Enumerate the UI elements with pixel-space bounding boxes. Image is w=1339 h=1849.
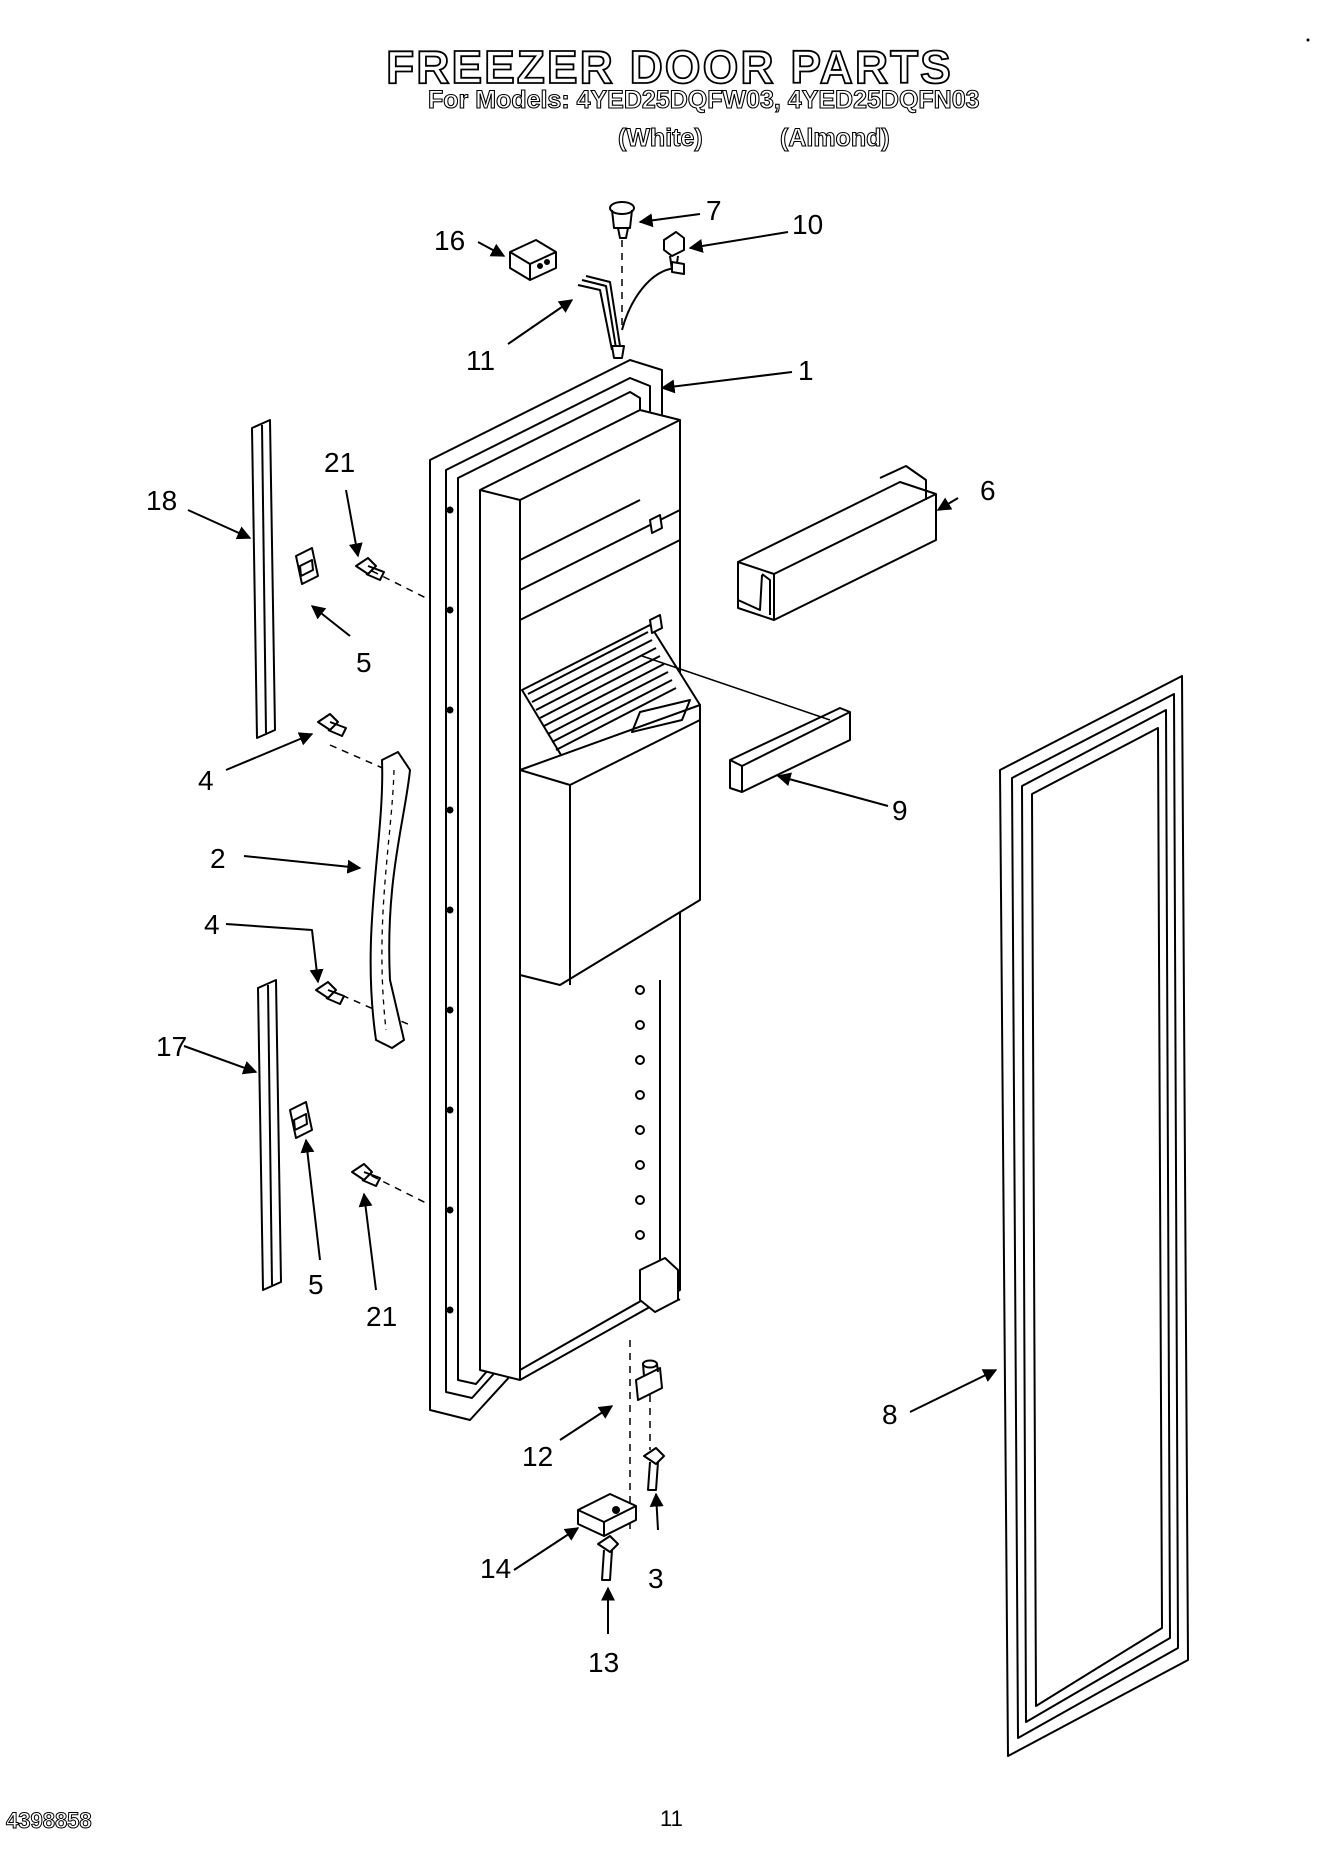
callout-14: 14 (480, 1553, 511, 1584)
leader-arrows (183, 213, 998, 1634)
callout-10: 10 (792, 209, 823, 240)
page-number: 11 (660, 1806, 683, 1831)
part-screw-4a (317, 713, 347, 737)
stray-mark (1306, 38, 1310, 42)
part-trim-18 (251, 419, 276, 739)
part-screw-21b (351, 1163, 381, 1187)
diagram-title: FREEZER DOOR PARTS (385, 40, 953, 94)
part-hinge-12 (635, 1359, 663, 1401)
part-connector-16 (509, 239, 557, 281)
callout-21-upper: 21 (324, 447, 355, 478)
part-handle-2 (369, 751, 411, 1049)
part-screw-21a (355, 557, 385, 581)
callout-1: 1 (798, 355, 814, 386)
callout-3: 3 (648, 1563, 664, 1594)
callout-21-lower: 21 (366, 1301, 397, 1332)
document-number: 4398858 (6, 1808, 93, 1834)
callout-4-lower: 4 (204, 909, 220, 940)
callout-5-lower: 5 (308, 1269, 324, 1300)
part-bracket-14 (577, 1493, 637, 1537)
part-freezer-door (429, 359, 701, 1421)
model-numbers: For Models: 4YED25DQFW03, 4YED25DQFN03 (427, 85, 980, 114)
callout-18: 18 (146, 485, 177, 516)
callout-labels: 7 10 16 11 1 21 18 6 5 4 9 2 4 17 5 21 8… (146, 195, 996, 1678)
part-screw-3 (643, 1447, 665, 1491)
callout-16: 16 (434, 225, 465, 256)
part-clip-5b (289, 1101, 313, 1139)
callout-12: 12 (522, 1441, 553, 1472)
callout-7: 7 (706, 195, 722, 226)
part-screw-13 (597, 1535, 619, 1581)
callout-17: 17 (156, 1031, 187, 1062)
callout-2: 2 (210, 843, 226, 874)
finish-almond-label: (Almond) (779, 123, 890, 152)
finish-white-label: (White) (617, 123, 703, 152)
part-bin-6 (737, 465, 937, 621)
part-cap-plug (609, 201, 635, 239)
part-screw-4b (315, 981, 345, 1005)
callout-13: 13 (588, 1647, 619, 1678)
callout-8: 8 (882, 1399, 898, 1430)
part-wire-harness-11 (577, 261, 685, 359)
callout-5-upper: 5 (356, 647, 372, 678)
part-trim-17 (257, 979, 282, 1291)
callout-11: 11 (466, 345, 495, 376)
callout-6: 6 (980, 475, 996, 506)
part-gasket-8 (999, 675, 1189, 1757)
part-rail-9 (641, 655, 851, 793)
part-clip-5a (295, 547, 319, 585)
callout-4-upper: 4 (198, 765, 214, 796)
callout-9: 9 (892, 795, 908, 826)
